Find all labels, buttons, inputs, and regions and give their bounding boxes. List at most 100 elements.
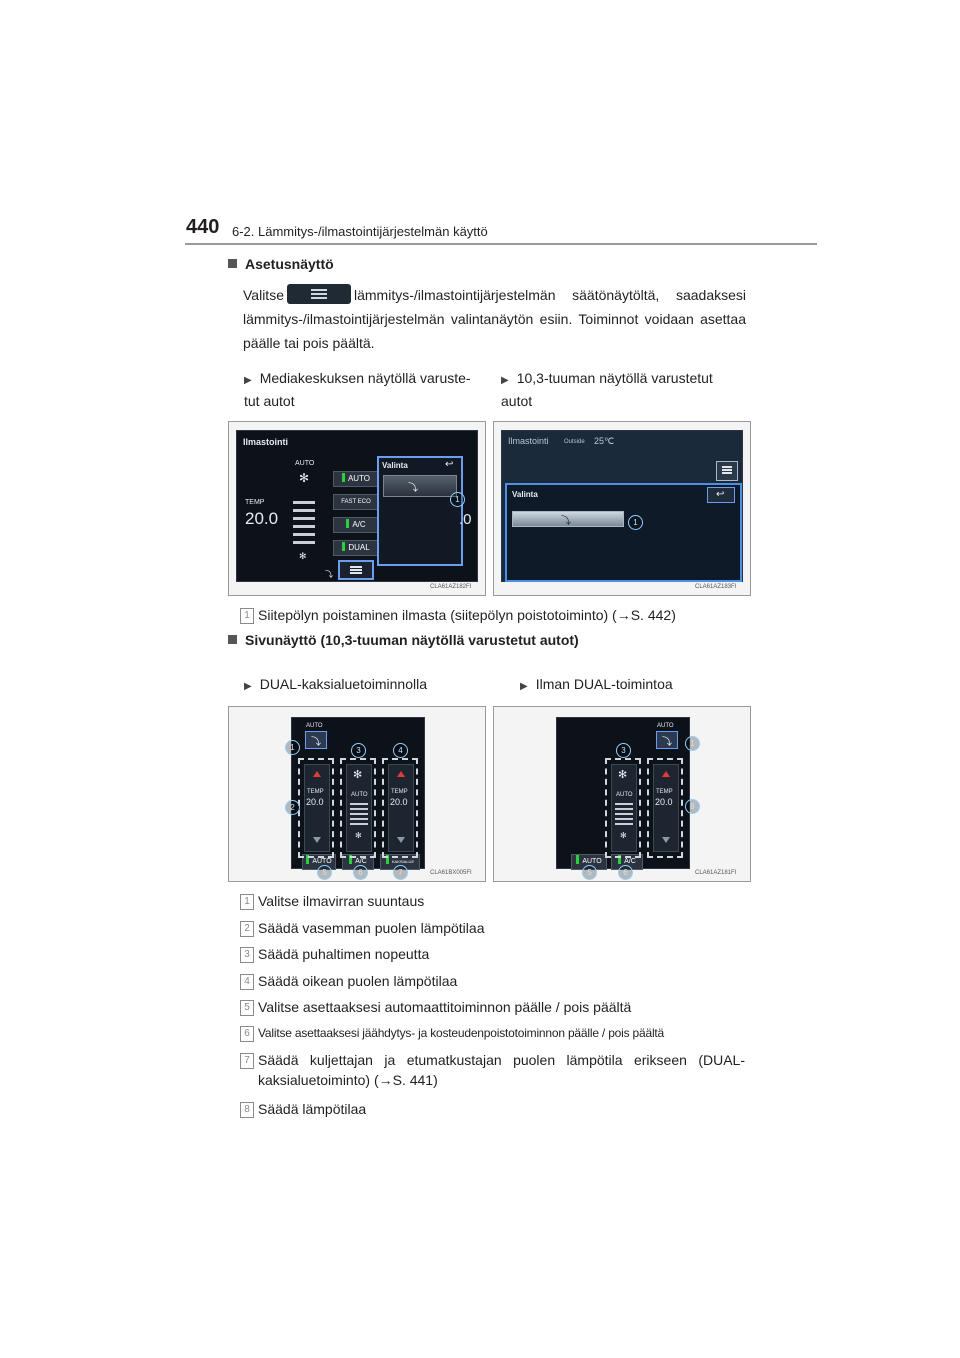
callout-1: 1 — [628, 515, 643, 530]
temp-down-icon[interactable] — [313, 837, 321, 843]
chapter-title: 6-2. Lämmitys-/ilmastointijärjestelmän k… — [232, 224, 488, 239]
highlight-fan — [340, 758, 376, 858]
temp-up-icon[interactable] — [397, 771, 405, 777]
screen-title: Ilmastointi — [508, 436, 549, 446]
pollen-removal-button[interactable]: ⤵ — [383, 475, 457, 497]
fan-auto-label: AUTO — [351, 792, 368, 798]
menu-list-icon — [286, 284, 351, 304]
callout-5: 5 — [317, 865, 332, 880]
caption-text: Ilman DUAL-toimintoa — [535, 676, 673, 692]
temp-control[interactable]: TEMP 20.0 — [653, 764, 679, 852]
image-code: CLA61AZ183FI — [695, 584, 737, 590]
highlight-left-temp — [298, 758, 334, 858]
item-text: Säädä puhaltimen nopeutta — [258, 946, 430, 962]
menu-button[interactable] — [716, 461, 738, 481]
label: FAST ECO — [341, 499, 371, 505]
auto-label: AUTO — [306, 723, 323, 729]
highlight-temp — [647, 758, 683, 858]
fan-speed-control[interactable]: ✻ AUTO ✻ — [611, 764, 637, 852]
item-number: 3 — [240, 947, 254, 963]
screenshot-10-3-settings: Ilmastointi Outside 25℃ Valinta ↩ ⤵ 1 CL… — [493, 421, 751, 596]
pollen-removal-button[interactable]: ⤵ — [512, 511, 624, 527]
fan-icon: ✻ — [353, 769, 363, 781]
fan-speed-control[interactable]: ✻ AUTO ✻ — [346, 764, 372, 852]
item-text: Säädä lämpötilaa — [258, 1101, 367, 1117]
callout-3: 3 — [616, 743, 631, 758]
item-number: 5 — [240, 1000, 254, 1016]
menu-list-icon — [350, 566, 362, 568]
airflow-direction-button[interactable]: ⤵ — [305, 731, 327, 749]
temp-value: 20.0 — [245, 509, 279, 528]
label: AUTO — [312, 858, 332, 865]
item-text: Säädä kuljettajan ja etumatkustajan puol… — [258, 1052, 745, 1088]
temp-label: TEMP — [391, 789, 408, 795]
item-number: 2 — [240, 921, 254, 937]
label: DUAL — [348, 543, 370, 552]
label: A/C — [355, 858, 367, 865]
auto-label: AUTO — [657, 723, 674, 729]
dual-button[interactable]: DUAL — [333, 540, 379, 556]
highlight-fan — [605, 758, 641, 858]
back-button[interactable]: ↩ — [707, 487, 735, 503]
screenshot-media-settings: Ilmastointi AUTO ✻ TEMP 20.0 ✻ AUTO FAST… — [228, 421, 486, 596]
auto-button[interactable]: AUTO — [333, 471, 379, 487]
square-bullet-icon — [228, 635, 237, 644]
callout-8: 8 — [685, 799, 700, 814]
triangle-bullet-icon: ▶ — [520, 681, 528, 692]
outside-label: Outside — [564, 439, 585, 445]
fast-eco-button[interactable]: FAST ECO — [333, 494, 379, 510]
temp-up-icon[interactable] — [662, 771, 670, 777]
temp-label: TEMP — [307, 789, 324, 795]
section-title-settings: Asetusnäyttö — [228, 256, 334, 272]
caption-text: 10,3-tuuman näytöllä varustetut autot — [501, 370, 713, 409]
menu-button[interactable] — [338, 560, 374, 580]
temp-value: 20.0 — [655, 797, 673, 807]
temp-up-icon[interactable] — [313, 771, 321, 777]
popup-title: Valinta — [512, 490, 538, 499]
left-temp-control[interactable]: TEMP 20.0 — [304, 764, 330, 852]
airflow-icon: ⤵ — [408, 483, 418, 494]
square-bullet-icon — [228, 259, 237, 268]
caption-text: DUAL-kaksialuetoiminnolla — [259, 676, 427, 692]
item-number: 8 — [240, 1102, 254, 1118]
temp-down-icon[interactable] — [662, 837, 670, 843]
screen: Ilmastointi Outside 25℃ Valinta ↩ ⤵ 1 — [501, 430, 743, 582]
caption-text: Mediakeskuksen näytöllä varuste-tut auto… — [244, 370, 471, 409]
temp-label: TEMP — [656, 789, 673, 795]
highlight-right-temp — [382, 758, 418, 858]
temp-down-icon[interactable] — [397, 837, 405, 843]
back-icon[interactable]: ↩ — [445, 459, 454, 470]
list-item: 1 Siitepölyn poistaminen ilmasta (siitep… — [240, 605, 750, 627]
right-temp-control[interactable]: TEMP 20.0 — [388, 764, 414, 852]
airflow-direction-button[interactable]: ⤵ — [656, 731, 678, 749]
indicator-icon — [341, 473, 345, 482]
fan-auto-label: AUTO — [616, 792, 633, 798]
section-title-side-display: Sivunäyttö (10,3-tuuman näytöllä varuste… — [228, 632, 579, 648]
callout-1: 1 — [450, 492, 465, 507]
caption-no-dual: ▶ Ilman DUAL-toimintoa — [520, 674, 673, 697]
item-text: Valitse ilmavirran suuntaus — [258, 893, 425, 909]
label: AUTO — [582, 858, 602, 865]
indicator-icon — [618, 855, 622, 864]
outside-temp: 25℃ — [594, 436, 615, 446]
item-number: 1 — [240, 894, 254, 910]
label: A/C — [352, 520, 366, 529]
airflow-icon: ⤵ — [325, 570, 333, 579]
item-number: 7 — [240, 1053, 254, 1069]
ac-button[interactable]: A/C — [333, 517, 379, 533]
para-text-after: lämmitys-/ilmastointijärjestelmän säätön… — [243, 287, 746, 351]
indicator-icon — [349, 855, 353, 864]
selection-popup: Valinta ↩ ⤵ — [377, 456, 463, 566]
label: A/C — [624, 858, 636, 865]
label: AUTO — [347, 474, 371, 483]
page-number: 440 — [186, 216, 220, 238]
callout-6: 6 — [618, 865, 633, 880]
caption-media-display: ▶Mediakeskuksen näytöllä varuste-tut aut… — [244, 368, 484, 412]
triangle-bullet-icon: ▶ — [244, 375, 252, 386]
